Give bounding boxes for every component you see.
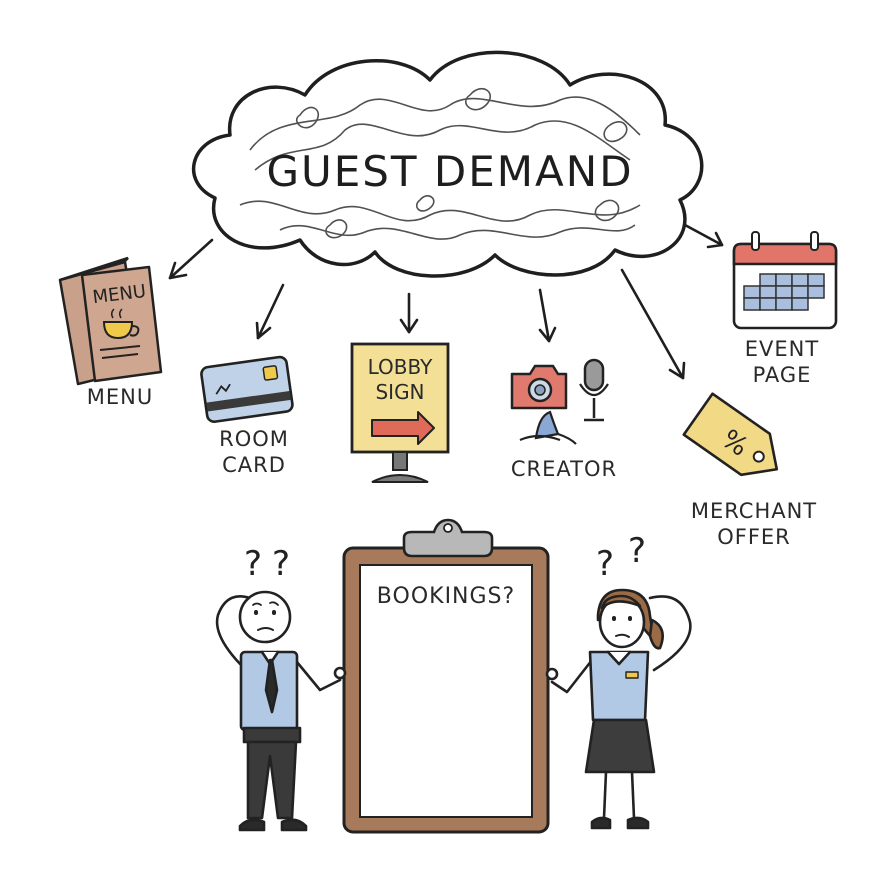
arrow-to-lobby-sign [399,292,419,334]
menu-label: MENU [87,385,153,409]
merchant-offer-label-line1: MERCHANT [691,499,817,523]
question-mark: ? [596,544,614,584]
arrow-to-menu [168,238,214,280]
confused-man-icon [215,590,347,832]
lobby-sign-icon: LOBBY SIGN [350,342,450,483]
camera-microphone-icon [510,358,609,445]
room-card-label-line2: CARD [222,453,286,477]
guest-demand-cloud [191,50,704,278]
merchant-offer-label: MERCHANT OFFER [691,499,817,549]
arrow-to-event-page [683,223,724,249]
clipboard-icon [342,518,550,834]
tangled-scribbles [239,88,641,240]
event-page-label-line1: EVENT [745,337,819,361]
room-card-label: ROOM CARD [219,427,289,477]
arrow-to-room-card [255,283,285,340]
room-key-card-icon [200,355,294,423]
calendar-icon [732,231,838,330]
question-marks-left: ? ? [244,544,290,584]
menu-card-icon: MENU [58,256,163,386]
arrow-to-creator [538,288,557,343]
event-page-label-line2: PAGE [753,363,812,387]
creator-label: CREATOR [511,457,617,481]
question-mark: ? [244,544,262,584]
price-tag-icon: % [682,392,779,477]
clipboard-heading: BOOKINGS? [377,584,515,609]
lobby-sign-line2: SIGN [375,380,424,404]
event-page-label: EVENT PAGE [745,337,819,387]
merchant-offer-label-line2: OFFER [717,525,791,549]
cloud-title: GUEST DEMAND [266,147,633,196]
lobby-sign-line1: LOBBY [368,355,434,379]
question-marks-right: ? ? [596,531,646,584]
confused-woman-icon [545,588,692,830]
arrow-to-merchant-offer [620,268,686,380]
room-card-label-line1: ROOM [219,427,289,451]
question-mark: ? [628,531,646,571]
calendar-grid [743,273,825,311]
question-mark: ? [272,544,290,584]
demand-arrows [168,223,724,380]
